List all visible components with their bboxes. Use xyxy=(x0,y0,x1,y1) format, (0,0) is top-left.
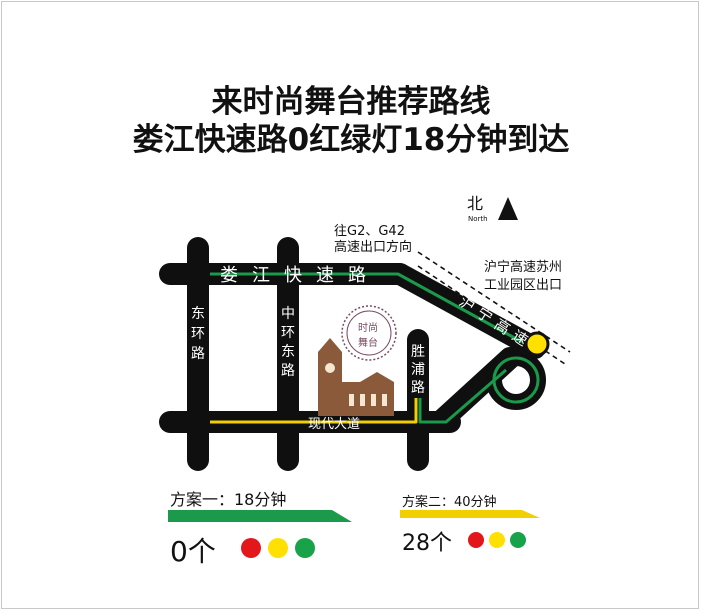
note-exit-line1: 沪宁高速苏州 xyxy=(484,259,562,275)
note-exit-line2: 工业园区出口 xyxy=(484,278,562,293)
label-donghuan-2: 环 xyxy=(191,326,205,342)
label-xiandai: 现代大道 xyxy=(308,417,360,432)
compass-sublabel: North xyxy=(468,215,488,223)
route-plan-1-main xyxy=(210,272,523,344)
building-illustration xyxy=(318,338,394,416)
plan-2-label: 方案二：40分钟 xyxy=(402,494,497,510)
logo-seal: 时尚 舞台 xyxy=(341,305,397,361)
compass-label: 北 xyxy=(467,194,483,213)
plan-1-red-light-icon xyxy=(241,538,261,558)
label-zhonghuan-4: 路 xyxy=(281,363,295,379)
clock-icon xyxy=(325,363,335,373)
route-plan-1-loop xyxy=(492,356,540,404)
note-g2-line2: 高速出口方向 xyxy=(334,239,412,255)
plan-2-green-light-icon xyxy=(510,532,526,548)
title-line-2: 娄江快速路0红绿灯18分钟到达 xyxy=(132,122,570,158)
label-shengpu-3: 路 xyxy=(411,380,425,396)
logo-text-2: 舞台 xyxy=(358,336,378,349)
label-zhonghuan-2: 环 xyxy=(281,325,295,341)
plan-1-label: 方案一：18分钟 xyxy=(170,490,286,509)
label-donghuan-1: 东 xyxy=(191,306,205,322)
clock-tower xyxy=(318,352,342,416)
plan-1-bar xyxy=(168,510,352,522)
plan-1-yellow-light-icon xyxy=(268,538,288,558)
label-shengpu-1: 胜 xyxy=(411,344,425,360)
logo-text-1: 时尚 xyxy=(358,321,378,334)
route-plan-1-shengpu xyxy=(418,368,507,424)
plan-2-lights: 28个 xyxy=(402,531,452,556)
label-zhonghuan-3: 东 xyxy=(281,344,295,360)
label-donghuan-3: 路 xyxy=(191,346,205,362)
plan-1-lights: 0个 xyxy=(170,535,216,568)
label-zhonghuan-1: 中 xyxy=(281,306,295,322)
plan-2-bar xyxy=(400,510,540,518)
title-line-1: 来时尚舞台推荐路线 xyxy=(211,84,491,120)
route-plan-2-line xyxy=(210,398,418,424)
plan-1-green-light-icon xyxy=(295,538,315,558)
north-arrow-icon xyxy=(498,197,518,220)
plan-2-red-light-icon xyxy=(468,532,484,548)
note-g2-line1: 往G2、G42 xyxy=(334,224,405,239)
label-loujiang: 娄江快速路 xyxy=(220,265,380,286)
exit-marker-icon xyxy=(524,331,550,357)
plan-2-yellow-light-icon xyxy=(489,532,505,548)
label-shengpu-2: 浦 xyxy=(411,362,425,378)
